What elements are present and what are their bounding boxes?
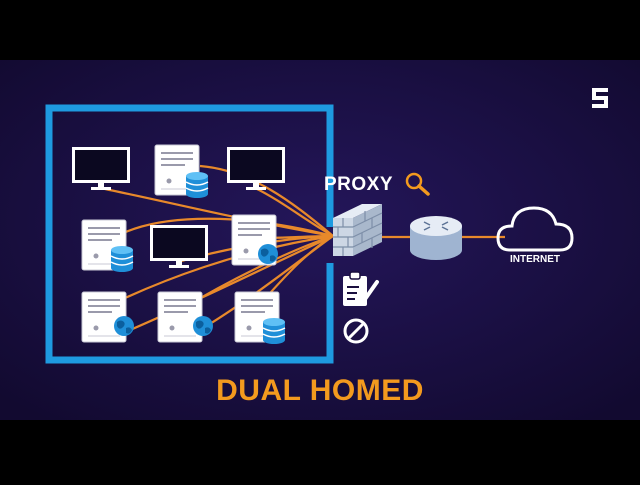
magnifier-icon	[405, 172, 430, 196]
cloud-icon	[496, 206, 574, 252]
database-icon	[110, 245, 134, 273]
block-icon	[343, 318, 369, 344]
globe-icon	[193, 316, 213, 336]
database-icon	[262, 317, 286, 345]
database-icon	[185, 171, 209, 199]
clipboard-icon	[343, 271, 379, 306]
internet-label: INTERNET	[510, 254, 560, 265]
network-boundary	[45, 104, 334, 364]
globe-icon	[114, 316, 134, 336]
server-icon	[157, 291, 203, 343]
proxy-label: PROXY	[324, 174, 394, 195]
globe-icon	[258, 244, 278, 264]
logo-icon	[592, 88, 608, 108]
router-icon	[410, 216, 462, 260]
firewall-icon	[333, 204, 383, 256]
diagram-title: DUAL HOMED	[216, 374, 424, 407]
